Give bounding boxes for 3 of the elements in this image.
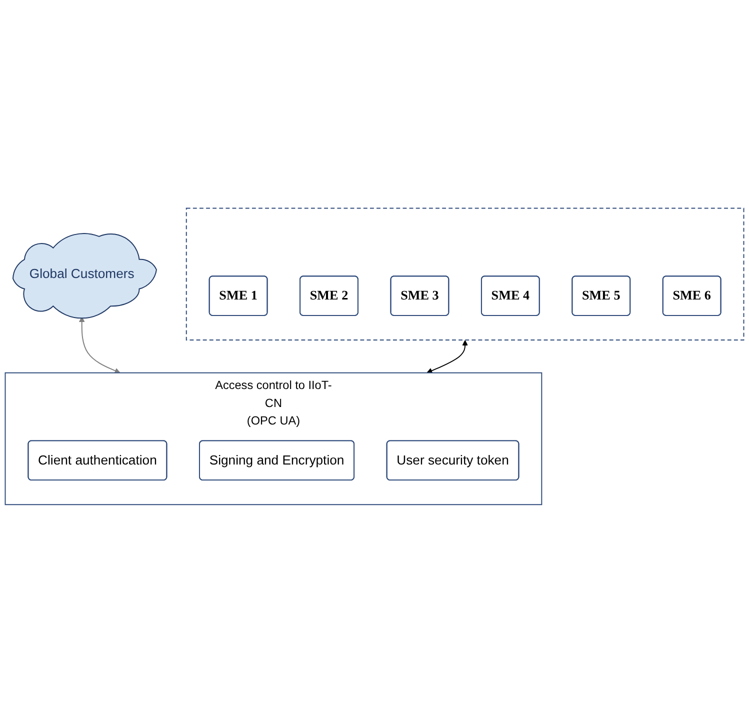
cluster [186, 208, 744, 341]
arrow [426, 340, 468, 374]
arrow [78, 316, 120, 374]
